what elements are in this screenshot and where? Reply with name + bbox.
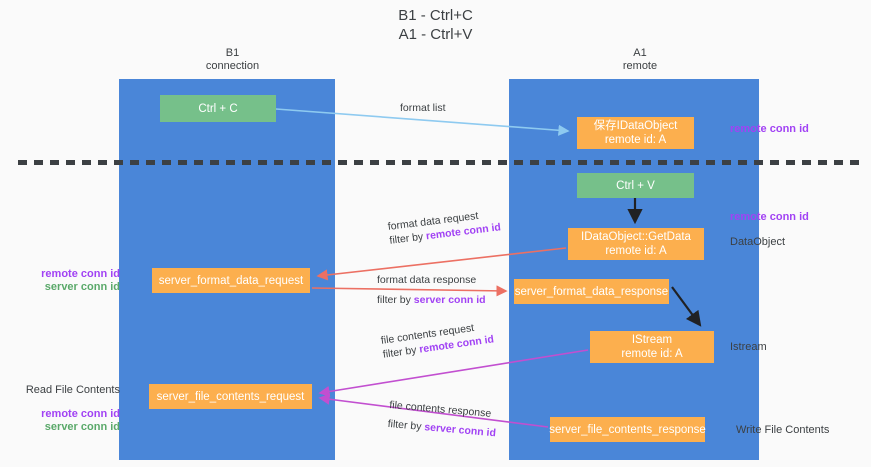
edge-label-file-contents-response: file contents response filter by server … xyxy=(387,398,498,440)
annotation-server-conn-id-left-1: server conn id xyxy=(44,281,120,293)
column-header-a1-role: remote xyxy=(622,60,658,72)
filter-prefix: filter by xyxy=(377,294,414,306)
node-ctrl-v-label: Ctrl + V xyxy=(616,179,655,192)
annotation-dataobject: DataObject xyxy=(730,236,786,248)
node-getdata-line1: IDataObject::GetData xyxy=(581,231,691,243)
annotation-left-conn-ids-1: remote conn id server conn id xyxy=(22,268,120,294)
node-istream-line2: remote id: A xyxy=(621,348,683,360)
column-header-a1-name: A1 xyxy=(633,47,647,59)
node-server-file-contents-response[interactable]: server_file_contents_response xyxy=(549,417,706,442)
filter-prefix: filter by xyxy=(388,230,427,247)
edge-label-file-contents-response-filter: filter by server conn id xyxy=(387,417,496,440)
node-server-format-data-request[interactable]: server_format_data_request xyxy=(152,268,310,293)
node-server-format-data-request-label: server_format_data_request xyxy=(158,274,304,287)
node-server-format-data-response[interactable]: server_format_data_response xyxy=(514,279,669,304)
annotation-read-file-contents: Read File Contents xyxy=(25,384,120,396)
annotation-remote-conn-id-top: remote conn id xyxy=(730,123,809,135)
annotation-left-conn-ids-2: Read File Contents remote conn id server… xyxy=(22,384,120,434)
edge-label-format-list: format list xyxy=(400,101,446,115)
edge-label-format-list-text: format list xyxy=(400,102,446,114)
title-line-1: B1 - Ctrl+C xyxy=(398,7,473,24)
node-ctrl-c-label: Ctrl + C xyxy=(198,102,238,115)
annotation-remote-conn-id-mid: remote conn id xyxy=(730,211,809,223)
column-header-b1-role: connection xyxy=(205,60,260,72)
annotation-istream: Istream xyxy=(730,341,767,353)
column-header-b1-name: B1 xyxy=(225,47,240,59)
filter-key-server-conn-id: server conn id xyxy=(413,294,486,306)
annotation-write-file-contents: Write File Contents xyxy=(736,424,830,436)
node-iedataobject-line1: 保存IDataObject xyxy=(593,120,678,132)
node-ctrl-c[interactable]: Ctrl + C xyxy=(160,95,276,122)
edge-label-file-contents-request: file contents request filter by remote c… xyxy=(380,318,495,361)
annotation-server-conn-id-left-2: server conn id xyxy=(44,421,120,433)
filter-key-server-conn-id: server conn id xyxy=(423,421,497,440)
annotation-remote-conn-id-left-1: remote conn id xyxy=(41,268,120,280)
edge-label-format-data-response-filter: filter by server conn id xyxy=(377,293,486,307)
phase-divider xyxy=(18,160,862,165)
edge-label-format-data-response-title: format data response xyxy=(377,274,477,286)
annotation-remote-conn-id-left-2: remote conn id xyxy=(41,408,120,420)
filter-prefix: filter by xyxy=(382,343,421,361)
node-getdata-line2: remote id: A xyxy=(605,245,667,257)
edge-label-format-data-response: format data response filter by server co… xyxy=(377,273,486,307)
edge-label-format-data-request: format data request filter by remote con… xyxy=(387,206,502,247)
node-istream[interactable]: IStream remote id: A xyxy=(590,331,714,363)
node-iedataobject-line2: remote id: A xyxy=(604,134,667,146)
node-server-file-contents-request-label: server_file_contents_request xyxy=(156,390,305,403)
title-line-2: A1 - Ctrl+V xyxy=(398,26,473,43)
node-server-format-data-response-label: server_format_data_response xyxy=(514,285,669,298)
column-header-a1: A1 remote xyxy=(540,47,740,73)
page-title: B1 - Ctrl+C A1 - Ctrl+V xyxy=(0,6,871,44)
node-istream-line1: IStream xyxy=(631,334,673,346)
node-ctrl-v[interactable]: Ctrl + V xyxy=(577,173,694,198)
node-idataobject-getdata[interactable]: IDataObject::GetData remote id: A xyxy=(568,228,704,260)
node-server-file-contents-response-label: server_file_contents_response xyxy=(549,423,706,436)
node-iedataobject[interactable]: 保存IDataObject remote id: A xyxy=(577,117,694,149)
column-header-b1: B1 connection xyxy=(145,47,320,73)
node-server-file-contents-request[interactable]: server_file_contents_request xyxy=(149,384,312,409)
filter-prefix: filter by xyxy=(387,417,425,434)
